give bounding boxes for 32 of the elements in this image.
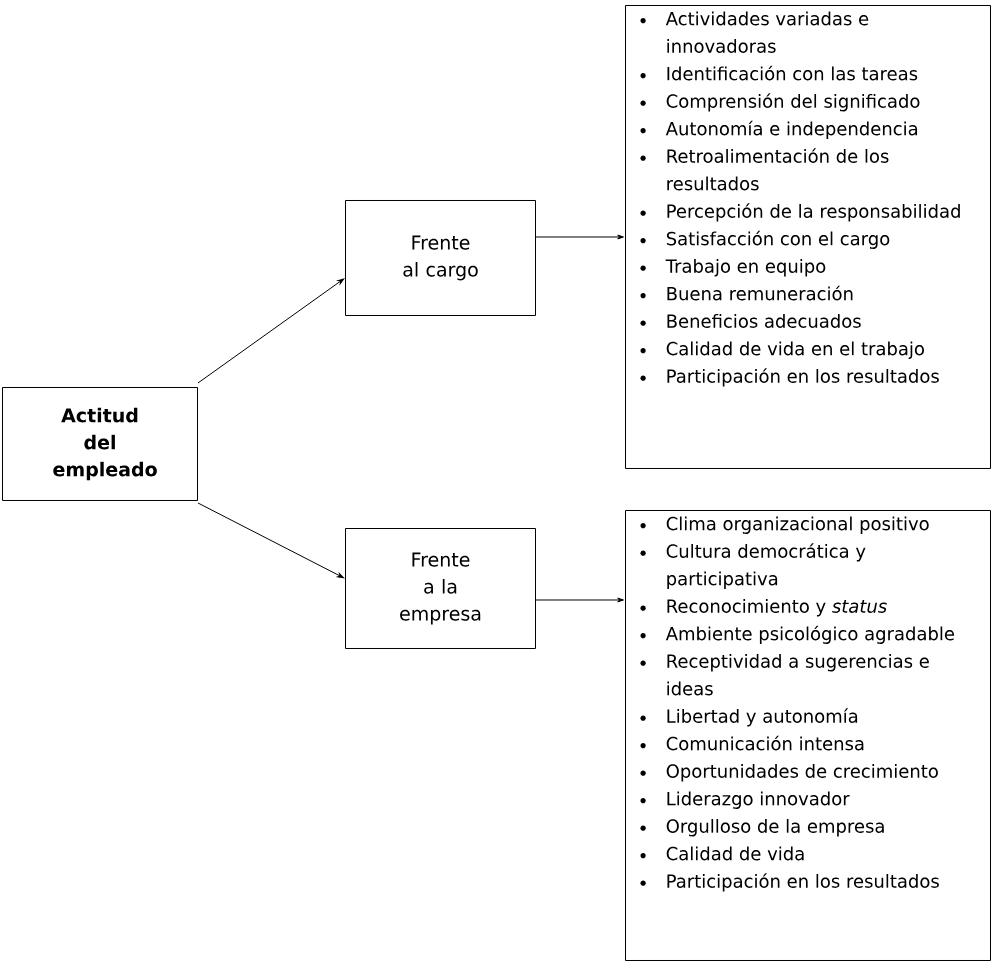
category-box: Frente al cargo <box>345 200 536 316</box>
bullet-item: Retroalimentación de los resultados <box>640 148 889 191</box>
bullet-item: Participación en los resultados <box>640 873 939 892</box>
category-box: Frente a la empresa <box>345 528 536 649</box>
bullet-item: Beneficios adecuados <box>640 314 861 328</box>
bullet-item: Reconocimiento y status <box>640 599 887 617</box>
bullet-item: Clima organizacional positivo <box>640 516 929 534</box>
concept-box: Actitud del empleado <box>2 387 198 501</box>
bullet-item: Calidad de vida en el trabajo <box>640 341 924 359</box>
bullet-item: Participación en los resultados <box>640 368 939 387</box>
arrow <box>534 234 624 240</box>
bullet-item: Comprensión del significado <box>640 93 920 112</box>
arrow <box>197 502 345 579</box>
bullet-list-box <box>625 510 991 961</box>
bullet-item: Actividades variadas e innovadoras <box>640 11 869 53</box>
arrow <box>197 278 345 384</box>
bullet-item: Orgulloso de la empresa <box>640 819 884 837</box>
bullet-item: Percepción de la responsabilidad <box>640 203 960 222</box>
bullet-item: Comunicación intensa <box>640 735 864 751</box>
bullet-item: Liderazgo innovador <box>640 791 850 809</box>
bullet-item: Autonomía e independencia <box>640 120 918 139</box>
bullet-item: Ambiente psicológico agradable <box>640 625 954 644</box>
bullet-item: Libertad y autonomía <box>640 708 858 727</box>
bullet-item: Identificación con las tareas <box>640 65 918 81</box>
arrow <box>534 597 624 603</box>
bullet-item: Oportunidades de crecimiento <box>640 764 938 782</box>
bullet-item: Calidad de vida <box>640 846 804 861</box>
bullet-item: Satisfacción con el cargo <box>640 230 890 249</box>
bullet-item: Trabajo en equipo <box>640 259 826 277</box>
bullet-item: Buena remuneración <box>640 285 853 301</box>
bullet-item: Receptividad a sugerencias e ideas <box>640 654 929 696</box>
bullet-list-box <box>625 5 991 469</box>
